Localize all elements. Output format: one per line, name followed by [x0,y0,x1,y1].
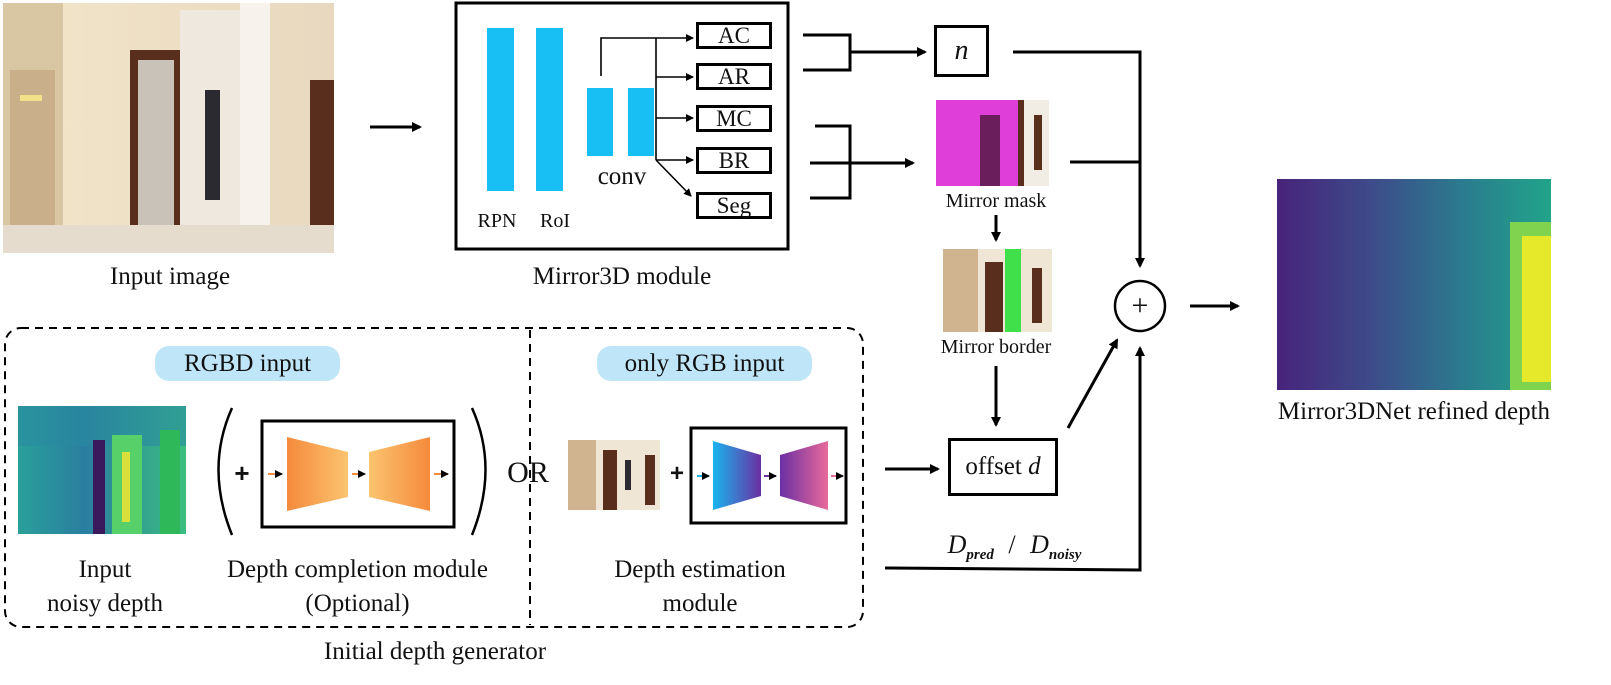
head-br-label: BR [718,147,750,173]
d-noisy-base: D [1030,530,1049,559]
head-seg-label: Seg [716,192,752,218]
rgb-input-picture [568,440,660,510]
roi-label: RoI [540,210,570,232]
head-mc-label: MC [716,105,752,131]
plus-node-circle [1113,279,1167,333]
normal-box: n [934,25,989,77]
mirror3d-module-caption: Mirror3D module [532,263,712,290]
completion-caption-line1: Depth completion module [226,556,489,583]
d-pred-sub: pred [966,547,994,564]
or-label: OR [507,456,549,489]
refined-depth-caption: Mirror3DNet refined depth [1277,398,1551,425]
initial-depth-generator-caption: Initial depth generator [323,638,547,665]
noisy-depth-picture [18,406,186,534]
conv-block-1 [587,88,613,156]
head-ar-label: AR [718,63,750,89]
completion-decoder [369,437,430,511]
completion-encoder [287,437,348,511]
head-br: BR [696,147,772,174]
estimation-caption-line2: module [662,590,738,617]
depth-path-separator: / [1008,530,1016,559]
offset-prefix: offset [965,453,1029,480]
completion-caption-line2: (Optional) [305,590,410,617]
head-ac: AC [696,22,772,49]
mirror-border-caption: Mirror border [940,336,1052,358]
initial-depth-generator-frame [4,327,864,628]
d-pred-base: D [947,530,967,559]
estimation-caption-line1: Depth estimation [614,556,786,583]
mirror-mask-caption: Mirror mask [945,190,1047,212]
normal-symbol: n [954,35,969,66]
rgbd-input-badge: RGBD input [155,346,340,381]
rgb-badge-text: only RGB input [624,349,785,377]
input-image-picture [3,3,334,253]
rgb-input-badge: only RGB input [597,346,812,381]
input-image-caption: Input image [109,263,231,290]
head-ac-label: AC [718,22,750,48]
offset-box: offset d [948,438,1058,496]
rpn-block [487,28,514,191]
head-ar: AR [696,63,772,90]
depth-path-label: Dpred / Dnoisy [932,530,1097,564]
estimation-encoder [713,441,761,510]
noisy-depth-caption-line2: noisy depth [47,590,163,617]
offset-symbol: d [1028,453,1041,480]
rgbd-badge-text: RGBD input [183,349,312,377]
plus-node-label: + [1131,289,1149,322]
rgbd-plus: + [234,458,250,488]
refined-depth-picture [1277,179,1551,390]
roi-block [536,28,563,191]
head-mc: MC [696,105,772,132]
estimation-decoder [780,441,828,510]
mirror-mask-picture [936,100,1049,186]
rpn-label: RPN [477,210,517,232]
head-seg: Seg [696,192,772,219]
mirror-border-picture [943,249,1052,332]
mirror3d-module-box [454,1,790,251]
noisy-depth-caption-line1: Input [78,556,132,583]
conv-label: conv [597,163,647,190]
rgb-plus: + [669,460,684,487]
d-noisy-sub: noisy [1048,547,1082,564]
conv-block-2 [628,88,654,156]
